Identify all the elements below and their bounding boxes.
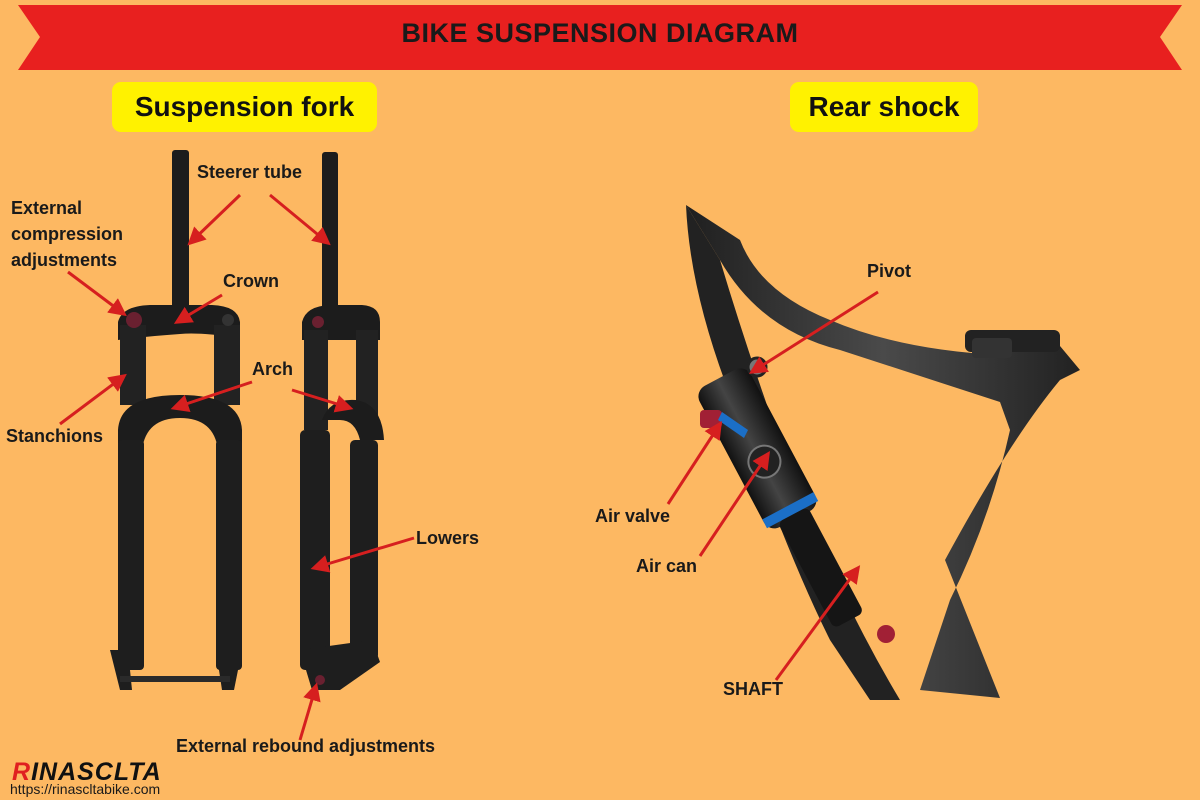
arrow-steerer-right bbox=[269, 193, 331, 246]
shock-section-title: Rear shock bbox=[790, 82, 978, 132]
label-air-can: Air can bbox=[636, 556, 698, 576]
label-crown: Crown bbox=[223, 271, 279, 291]
arrow-crown bbox=[173, 293, 223, 324]
arrow-stanchions bbox=[59, 373, 127, 426]
fork-section-title: Suspension fork bbox=[112, 82, 377, 132]
arrow-air-can bbox=[698, 451, 770, 557]
brand-accent: R bbox=[12, 758, 32, 786]
arrow-lowers bbox=[310, 536, 415, 573]
arrow-arch-right bbox=[291, 388, 354, 413]
arrow-compression bbox=[67, 270, 127, 317]
arrow-pivot bbox=[748, 290, 879, 374]
brand-logo: RINASCLTA bbox=[12, 758, 162, 787]
label-external-compression-2: compression bbox=[11, 224, 124, 244]
fork-front-view bbox=[110, 150, 242, 690]
label-external-compression-1: External bbox=[11, 198, 83, 218]
label-shaft: SHAFT bbox=[723, 679, 783, 699]
arrow-steerer-left bbox=[187, 193, 242, 246]
label-steerer-tube: Steerer tube bbox=[197, 162, 303, 182]
label-arch: Arch bbox=[252, 359, 294, 379]
label-external-compression-3: adjustments bbox=[11, 250, 118, 270]
annotation-arrows bbox=[59, 193, 879, 741]
arrow-arch-left bbox=[170, 380, 253, 412]
brand-name: INASCLTA bbox=[31, 758, 162, 786]
fork-side-view bbox=[300, 152, 384, 690]
label-lowers: Lowers bbox=[416, 528, 480, 548]
arrow-rebound bbox=[298, 682, 321, 741]
site-url[interactable]: https://rinascltabike.com bbox=[10, 781, 161, 797]
page-title: BIKE SUSPENSION DIAGRAM bbox=[401, 18, 799, 48]
rear-frame bbox=[686, 205, 1080, 700]
label-external-rebound: External rebound adjustments bbox=[176, 736, 436, 756]
label-stanchions: Stanchions bbox=[6, 426, 104, 446]
label-pivot: Pivot bbox=[867, 261, 912, 281]
label-air-valve: Air valve bbox=[595, 506, 671, 526]
arrow-air-valve bbox=[666, 420, 722, 505]
arrow-shaft bbox=[774, 565, 861, 681]
title-banner bbox=[18, 5, 1182, 70]
